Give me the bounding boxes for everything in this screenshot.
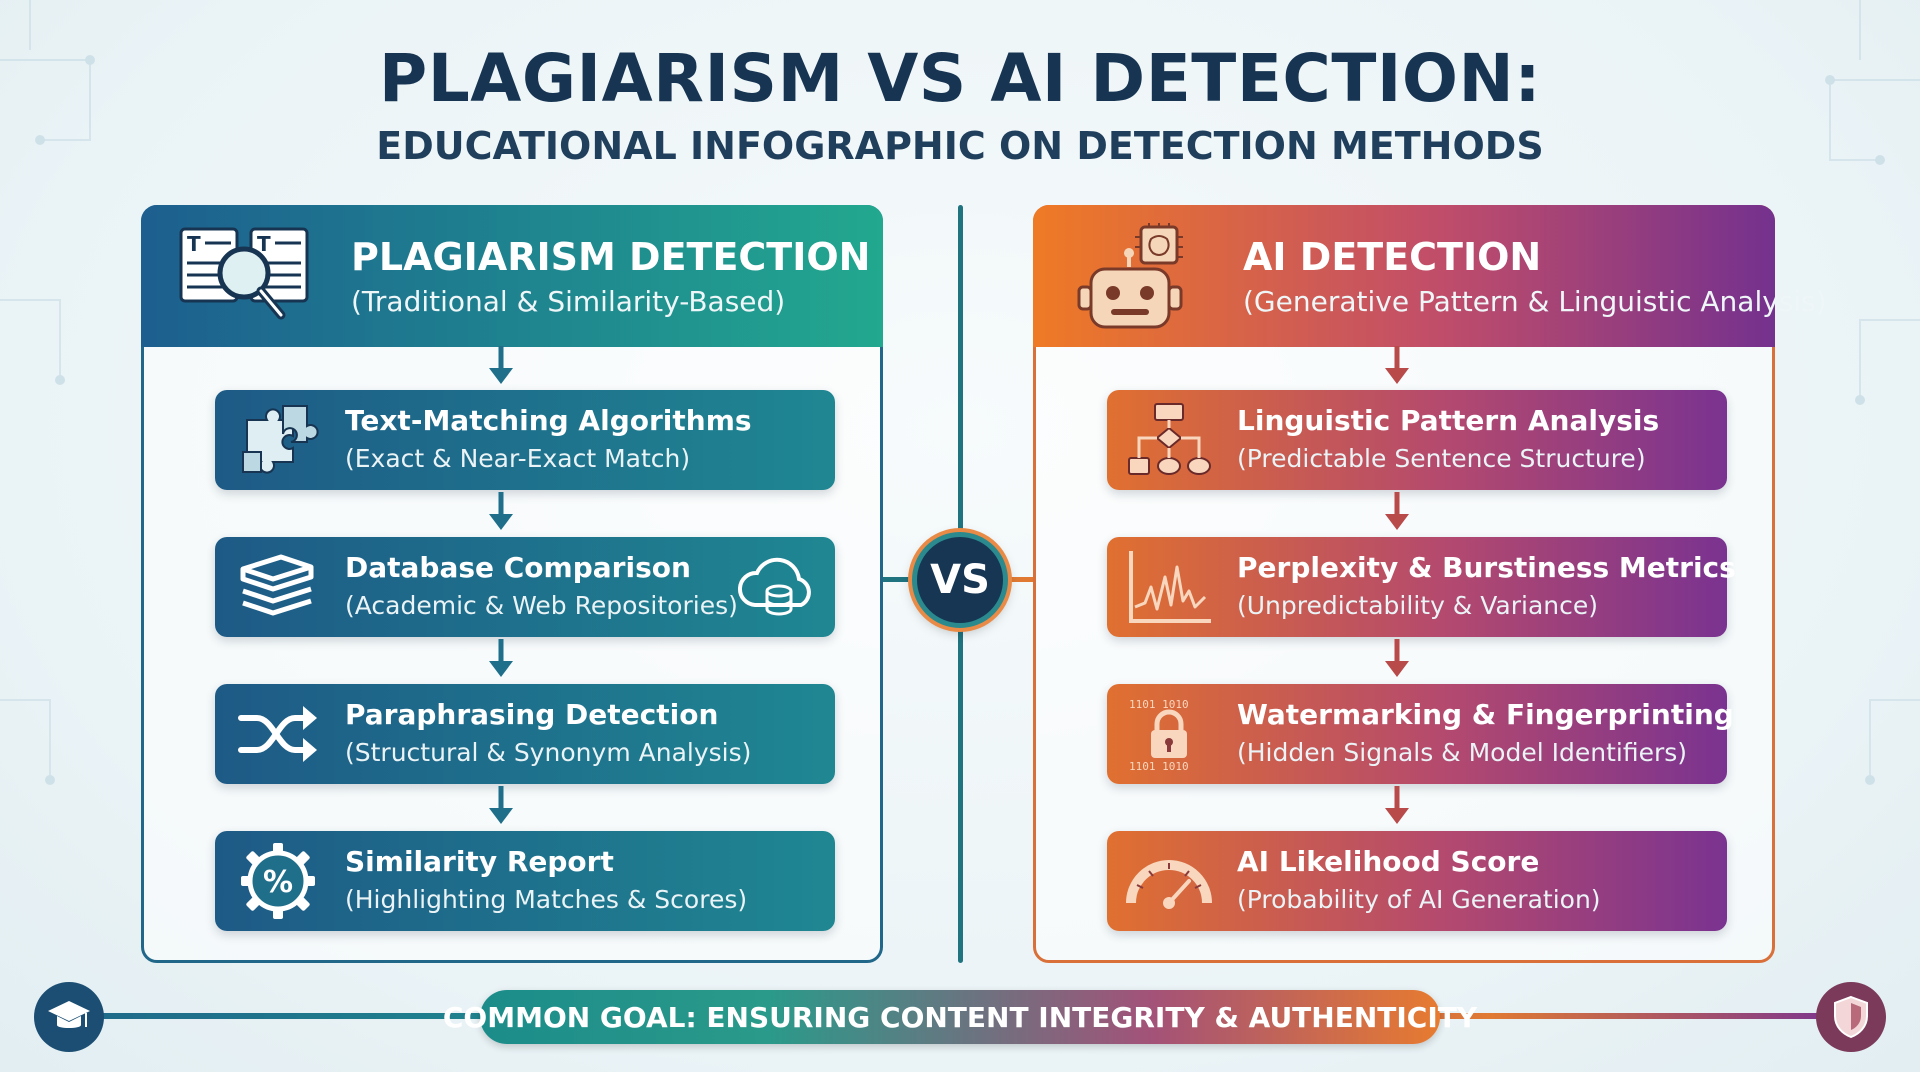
step-title: Text-Matching Algorithms — [345, 404, 752, 437]
flowchart-icon — [1128, 403, 1211, 475]
svg-text:T: T — [257, 232, 271, 256]
plagiarism-panel-header: T T PLAGIARISM DETECTION (Traditional & … — [141, 205, 883, 347]
step-paraphrasing-detection: Paraphrasing Detection (Structural & Syn… — [215, 684, 835, 784]
gauge-icon — [1126, 860, 1212, 909]
step-title: Perplexity & Burstiness Metrics — [1237, 551, 1736, 584]
flow-arrow-down — [1385, 786, 1409, 824]
vs-connector-right — [998, 577, 1034, 582]
step-ai-likelihood-score: AI Likelihood Score (Probability of AI G… — [1107, 831, 1727, 931]
step-text-matching: Text-Matching Algorithms (Exact & Near-E… — [215, 390, 835, 490]
shuffle-arrows-icon — [238, 706, 317, 762]
step-subtitle: (Academic & Web Repositories) — [345, 591, 738, 620]
vs-badge: VS — [912, 532, 1008, 628]
step-title: Watermarking & Fingerprinting — [1237, 698, 1734, 731]
plagiarism-panel: T T PLAGIARISM DETECTION (Traditional & … — [141, 205, 883, 963]
puzzle-icon — [242, 405, 319, 474]
plagiarism-panel-subtitle: (Traditional & Similarity-Based) — [351, 285, 786, 318]
flow-arrow-down — [1385, 492, 1409, 530]
step-subtitle: (Exact & Near-Exact Match) — [345, 444, 691, 473]
step-subtitle: (Unpredictability & Variance) — [1237, 591, 1598, 620]
graduation-cap-icon — [48, 1001, 90, 1028]
waveform-chart-icon — [1129, 551, 1211, 623]
step-subtitle: (Predictable Sentence Structure) — [1237, 444, 1646, 473]
shield-badge — [1816, 982, 1886, 1052]
binary-digits: 1101 1010 — [1129, 698, 1189, 711]
ai-detection-panel-subtitle: (Generative Pattern & Linguistic Analysi… — [1243, 285, 1827, 318]
page-subtitle: EDUCATIONAL INFOGRAPHIC ON DETECTION MET… — [376, 124, 1544, 168]
step-linguistic-pattern: Linguistic Pattern Analysis (Predictable… — [1107, 390, 1727, 490]
flow-arrow-down — [1385, 639, 1409, 677]
flow-arrow-down — [1385, 346, 1409, 384]
step-watermarking-fingerprinting: 1101 1010 1101 1010 Watermarking & Finge… — [1107, 684, 1734, 784]
percent-gear-icon: % — [241, 843, 315, 919]
flow-arrow-down — [489, 492, 513, 530]
svg-text:%: % — [263, 865, 293, 900]
books-stack-icon — [240, 554, 314, 616]
step-database-comparison: Database Comparison (Academic & Web Repo… — [215, 537, 835, 637]
ai-detection-panel-header: AI DETECTION (Generative Pattern & Lingu… — [1033, 205, 1827, 347]
step-title: AI Likelihood Score — [1237, 845, 1540, 878]
shield-icon — [1834, 995, 1868, 1039]
step-similarity-report: % Similarity Report (Highlighting Matche… — [215, 831, 835, 931]
flow-arrow-down — [489, 639, 513, 677]
flow-arrow-down — [489, 786, 513, 824]
flow-arrow-down — [489, 346, 513, 384]
step-subtitle: (Probability of AI Generation) — [1237, 885, 1601, 914]
vs-connector-left — [883, 577, 923, 582]
plagiarism-panel-title: PLAGIARISM DETECTION — [351, 235, 871, 279]
robot-chip-icon — [1077, 223, 1183, 329]
common-goal-banner: COMMON GOAL: ENSURING CONTENT INTEGRITY … — [443, 990, 1477, 1044]
cloud-database-icon — [738, 557, 811, 616]
step-title: Similarity Report — [345, 845, 614, 878]
binary-lock-icon: 1101 1010 1101 1010 — [1129, 698, 1189, 773]
step-perplexity-burstiness: Perplexity & Burstiness Metrics (Unpredi… — [1107, 537, 1736, 637]
graduation-cap-badge — [34, 982, 104, 1052]
binary-digits: 1101 1010 — [1129, 760, 1189, 773]
step-title: Database Comparison — [345, 551, 691, 584]
step-subtitle: (Structural & Synonym Analysis) — [345, 738, 752, 767]
step-title: Paraphrasing Detection — [345, 698, 719, 731]
ai-detection-panel-title: AI DETECTION — [1243, 235, 1542, 279]
ai-detection-panel: AI DETECTION (Generative Pattern & Lingu… — [1033, 205, 1827, 963]
page-title: PLAGIARISM VS AI DETECTION: — [378, 40, 1542, 117]
step-subtitle: (Highlighting Matches & Scores) — [345, 885, 748, 914]
document-magnifier-icon: T T — [179, 227, 309, 320]
step-title: Linguistic Pattern Analysis — [1237, 404, 1660, 437]
svg-text:T: T — [187, 232, 201, 256]
step-subtitle: (Hidden Signals & Model Identifiers) — [1237, 738, 1688, 767]
